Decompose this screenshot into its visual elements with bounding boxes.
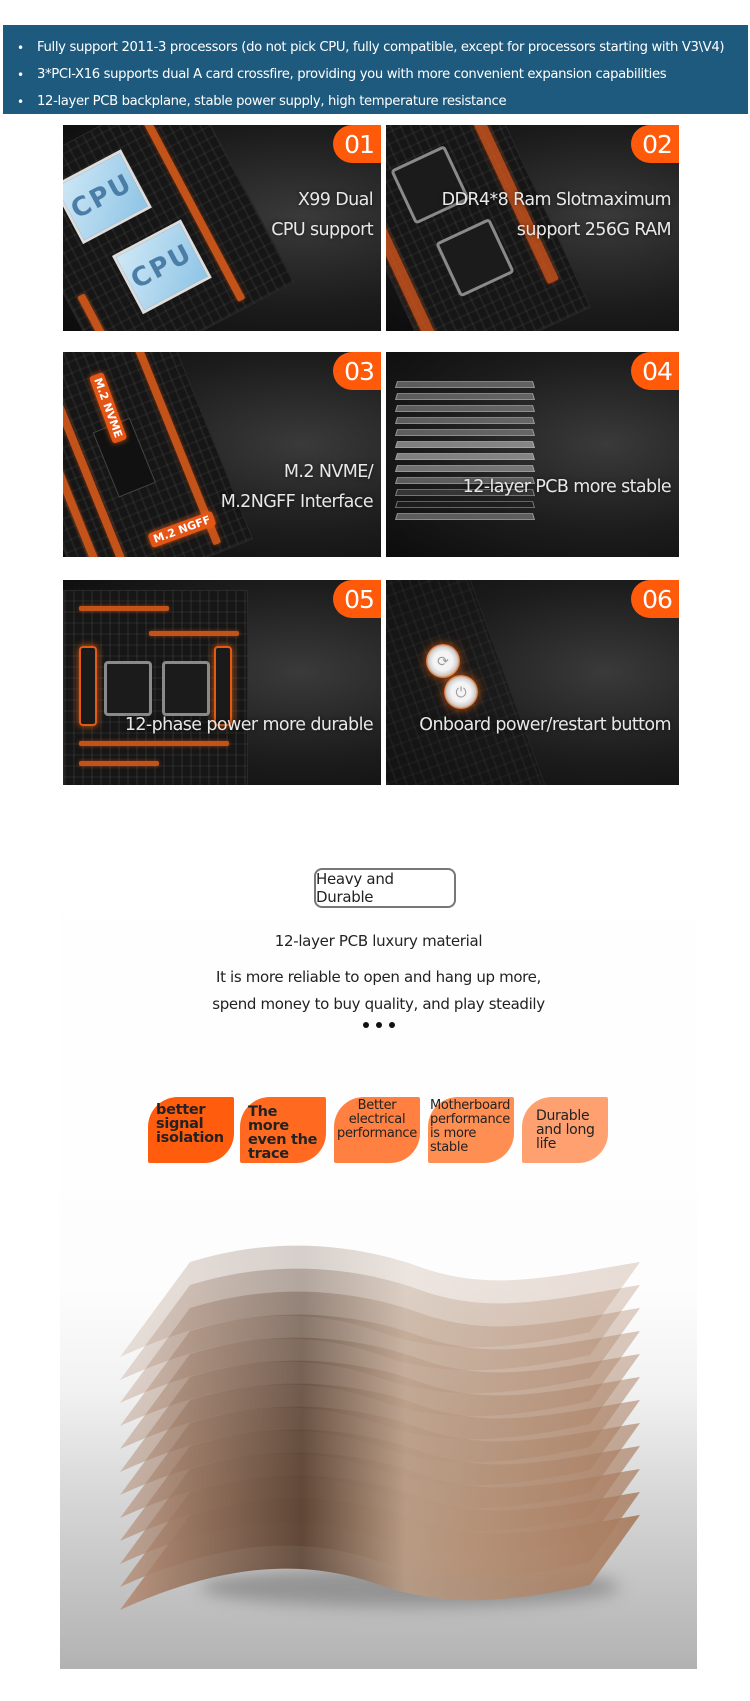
- feature-number-badge: 06: [631, 580, 679, 618]
- section-description: It is more reliable to open and hang up …: [212, 968, 545, 1013]
- feature-summary-banner: •Fully support 2011-3 processors (do not…: [3, 25, 748, 114]
- bullet-item: •3*PCI-X16 supports dual A card crossfir…: [17, 67, 667, 82]
- ellipsis-dots-icon: [60, 1022, 697, 1028]
- section-title-pill: Heavy and Durable: [314, 868, 456, 908]
- feature-title: DDR4*8 Ram Slotmaximum support 256G RAM: [441, 190, 672, 240]
- feature-number-badge: 01: [333, 125, 381, 163]
- section-subheading: 12-layer PCB luxury material: [274, 932, 483, 950]
- bullet-icon: •: [17, 94, 24, 109]
- restart-button-icon: ⟳: [426, 644, 460, 678]
- pcb-layers-graphic: [394, 380, 536, 540]
- bullet-item: •12-layer PCB backplane, stable power su…: [17, 94, 507, 109]
- motherboard-image: [63, 590, 248, 785]
- bullet-icon: •: [17, 40, 24, 55]
- feature-card-12-phase-power: 05 12-phase power more durable: [63, 580, 381, 785]
- cpu-label: CPU: [63, 149, 152, 245]
- bullet-item: •Fully support 2011-3 processors (do not…: [17, 40, 725, 55]
- copper-layers-graphic: [120, 1245, 640, 1610]
- durability-section: Heavy and Durable 12-layer PCB luxury ma…: [60, 822, 697, 1669]
- pcb-layers-illustration: [120, 1217, 640, 1637]
- feature-number-badge: 04: [631, 352, 679, 390]
- feature-card-onboard-buttons: ⟳ ⏻ 06 Onboard power/restart buttom: [386, 580, 679, 785]
- feature-card-dual-cpu: CPU CPU 01 X99 Dual CPU support: [63, 125, 381, 331]
- feature-title: Onboard power/restart buttom: [419, 715, 671, 735]
- feature-card-ddr4-ram: 02 DDR4*8 Ram Slotmaximum support 256G R…: [386, 125, 679, 331]
- feature-number-badge: 02: [631, 125, 679, 163]
- feature-title: 12-layer PCB more stable: [462, 477, 672, 497]
- feature-title: 12-phase power more durable: [124, 715, 374, 735]
- feature-card-12-layer-pcb: 04 12-layer PCB more stable: [386, 352, 679, 557]
- feature-card-m2-interface: M.2 NVME M.2 NGFF 03 M.2 NVME/ M.2NGFF I…: [63, 352, 381, 557]
- feature-title: X99 Dual CPU support: [271, 190, 373, 240]
- cpu-label: CPU: [111, 219, 212, 315]
- feature-number-badge: 03: [333, 352, 381, 390]
- feature-bullet-list: •Fully support 2011-3 processors (do not…: [17, 34, 748, 115]
- feature-grid: CPU CPU 01 X99 Dual CPU support 02 DDR4*…: [63, 125, 679, 785]
- motherboard-image: CPU CPU: [63, 125, 295, 331]
- feature-number-badge: 05: [333, 580, 381, 618]
- feature-title: M.2 NVME/ M.2NGFF Interface: [220, 462, 374, 512]
- bullet-icon: •: [17, 67, 24, 82]
- power-button-icon: ⏻: [444, 675, 478, 709]
